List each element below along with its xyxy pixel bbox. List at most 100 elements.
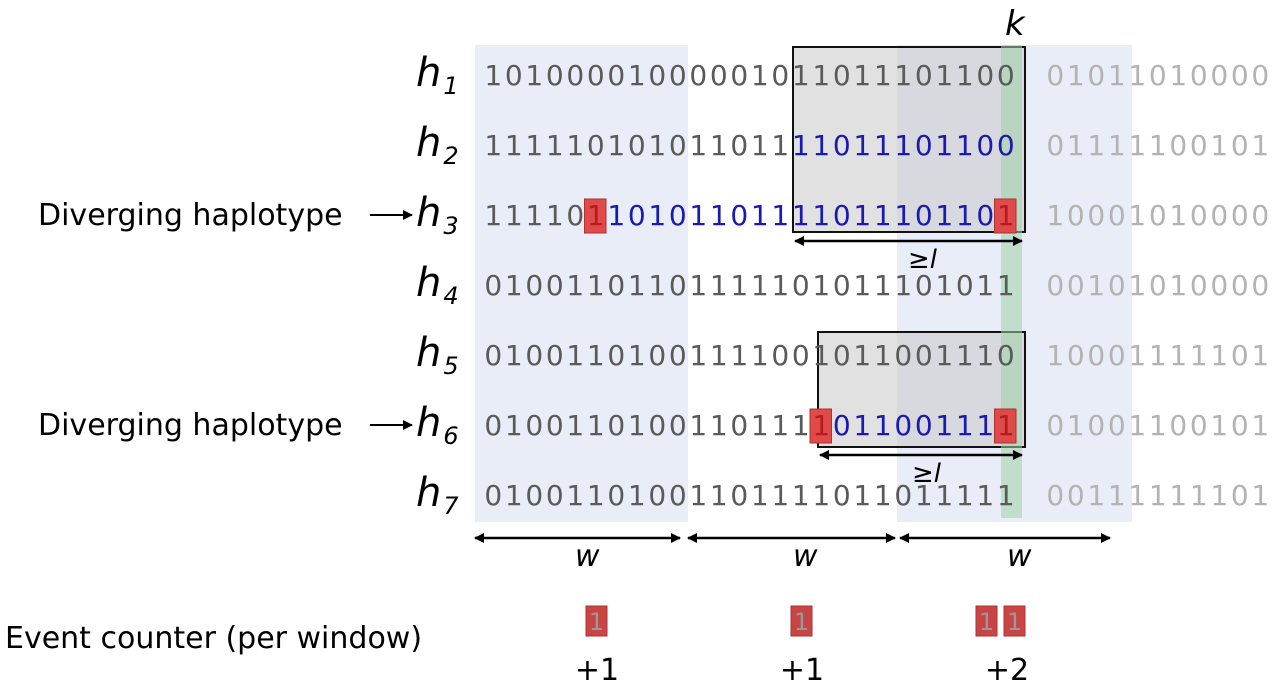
bit-char: 0 [525, 269, 543, 302]
tail-bit-char: 0 [1231, 269, 1249, 302]
tail-bit-char: 0 [1251, 269, 1269, 302]
bit-char: 1 [812, 269, 830, 302]
tail-bit-char: 0 [1087, 199, 1105, 232]
bit-char: 1 [792, 129, 810, 162]
length-label-bottom: ≥l [912, 459, 942, 489]
bit-char: 1 [935, 409, 953, 442]
bit-char: 1 [874, 409, 892, 442]
bit-char: 0 [956, 269, 974, 302]
bit-char: 1 [812, 59, 830, 92]
tail-bit-char: 1 [1128, 199, 1146, 232]
bit-char: 0 [525, 409, 543, 442]
bit-char: 0 [997, 59, 1015, 92]
counter-chip-glyph: 1 [794, 608, 809, 636]
bit-char: 1 [915, 479, 933, 512]
bit-char: 1 [812, 409, 830, 442]
site-k-column [1001, 45, 1022, 518]
bit-char: 0 [669, 269, 687, 302]
bit-char: 1 [874, 59, 892, 92]
tail-bit-char: 0 [1149, 59, 1167, 92]
bit-char: 0 [546, 479, 564, 512]
tail-bit-char: 1 [1169, 199, 1187, 232]
tail-bit-char: 1 [1149, 479, 1167, 512]
bit-char: 1 [710, 129, 728, 162]
bit-char: 1 [525, 129, 543, 162]
bit-char: 1 [956, 129, 974, 162]
bit-char: 1 [710, 199, 728, 232]
bit-char: 1 [587, 409, 605, 442]
haplotype-label: h3 [416, 190, 459, 240]
bit-char: 1 [648, 129, 666, 162]
tail-bit-char: 1 [1251, 409, 1269, 442]
bit-char: 1 [812, 339, 830, 372]
tail-bit-char: 1 [1128, 339, 1146, 372]
bit-char: 0 [607, 269, 625, 302]
tail-bit-char: 0 [1087, 409, 1105, 442]
bit-char: 1 [484, 59, 502, 92]
divergence-marker [994, 198, 1017, 234]
tail-bit-char: 1 [1210, 339, 1228, 372]
tail-bit-char: 0 [1210, 269, 1228, 302]
bit-char: 1 [546, 129, 564, 162]
bit-char: 1 [689, 129, 707, 162]
bit-char: 0 [566, 199, 584, 232]
bit-char: 1 [505, 199, 523, 232]
bit-char: 0 [669, 479, 687, 512]
shared-segment-box-bottom [817, 331, 1026, 448]
bit-char: 1 [628, 409, 646, 442]
bit-char: 1 [792, 409, 810, 442]
bit-char: 1 [935, 199, 953, 232]
window-label-2: w [793, 539, 818, 574]
bit-char: 1 [505, 269, 523, 302]
tail-bit-char: 1 [1169, 339, 1187, 372]
bit-char: 0 [833, 129, 851, 162]
bit-char: 1 [484, 199, 502, 232]
bit-char: 0 [648, 59, 666, 92]
tail-bit-char: 0 [1231, 479, 1249, 512]
tail-bit-char: 0 [1190, 269, 1208, 302]
tail-bit-char: 0 [1231, 409, 1249, 442]
bit-char: 0 [894, 339, 912, 372]
bit-char: 1 [525, 199, 543, 232]
bit-char: 1 [505, 409, 523, 442]
bit-char: 1 [587, 199, 605, 232]
haplotype-label: h7 [416, 470, 459, 520]
bit-char: 0 [997, 339, 1015, 372]
bit-char: 1 [546, 199, 564, 232]
bit-char: 1 [730, 339, 748, 372]
bit-char: 1 [607, 129, 625, 162]
bit-char: 0 [628, 129, 646, 162]
bit-char: 1 [935, 479, 953, 512]
bit-char: 1 [751, 199, 769, 232]
diverging-haplotype-label: Diverging haplotype [38, 408, 343, 443]
bit-char: 0 [669, 129, 687, 162]
site-k-label: k [1005, 4, 1026, 44]
bit-char: 0 [628, 199, 646, 232]
bit-char: 0 [566, 59, 584, 92]
bit-char: 1 [710, 269, 728, 302]
bit-char: 0 [648, 409, 666, 442]
bit-char: 1 [853, 479, 871, 512]
bit-char: 0 [915, 59, 933, 92]
tail-bit-char: 0 [1210, 59, 1228, 92]
haplotype-label: h1 [416, 50, 459, 100]
tail-bit-char: 0 [1251, 59, 1269, 92]
bit-char: 0 [894, 409, 912, 442]
tail-bit-char: 1 [1210, 129, 1228, 162]
bit-char: 1 [566, 409, 584, 442]
tail-bit-char: 0 [1169, 409, 1187, 442]
bit-char: 0 [730, 409, 748, 442]
haplotype-subscript: 7 [443, 492, 459, 520]
bit-char: 1 [976, 269, 994, 302]
bit-char: 1 [853, 129, 871, 162]
bit-char: 1 [771, 129, 789, 162]
bit-char: 1 [874, 129, 892, 162]
tail-bit-char: 1 [1067, 129, 1085, 162]
tail-bit-char: 1 [1169, 479, 1187, 512]
tail-bit-char: 1 [1169, 269, 1187, 302]
bit-char: 1 [771, 409, 789, 442]
tail-bit-char: 1 [1087, 269, 1105, 302]
bit-char: 0 [976, 199, 994, 232]
tail-bit-char: 0 [1108, 409, 1126, 442]
tail-bit-char: 1 [1108, 129, 1126, 162]
